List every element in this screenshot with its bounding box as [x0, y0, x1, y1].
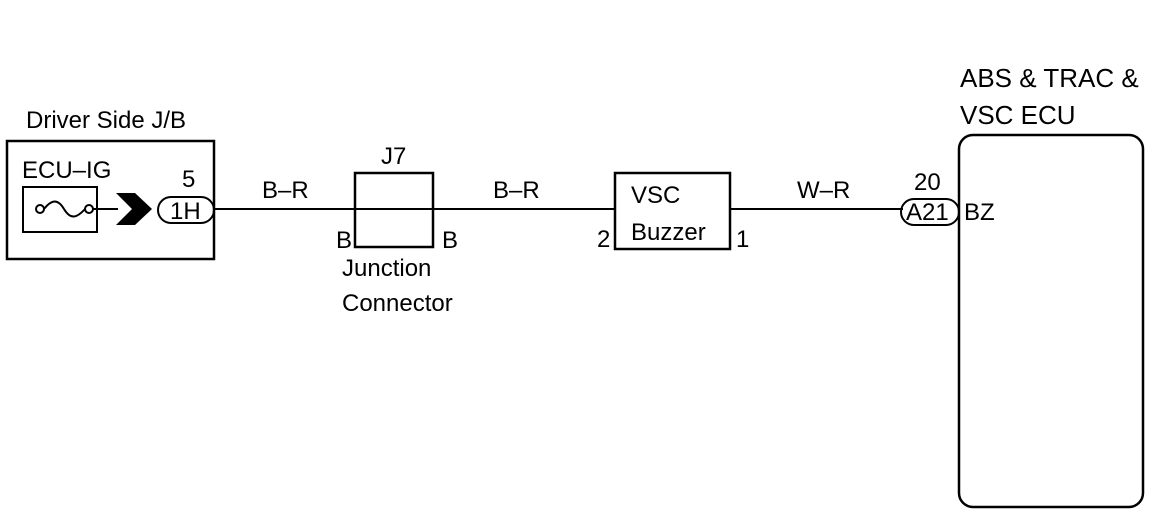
ecu-box: [957, 133, 1145, 509]
wire-label-buzzer-ecu: W–R: [797, 177, 850, 204]
junction-right-pin: B: [442, 227, 458, 254]
ecu-title-1: ABS & TRAC &: [960, 63, 1139, 93]
junction-caption-2: Connector: [342, 290, 453, 317]
jb-box: [5, 139, 216, 261]
fuse-label: ECU–IG: [22, 157, 111, 184]
junction-left-pin: B: [336, 227, 352, 254]
jb-pin-number: 5: [182, 166, 195, 193]
ecu-terminal: BZ: [964, 199, 995, 226]
ecu-pin-number: 20: [914, 169, 941, 196]
ecu-connector-id: A21: [906, 199, 949, 226]
junction-id: J7: [381, 143, 406, 170]
buzzer-line-1: VSC: [631, 182, 680, 209]
buzzer-pin-right: 1: [736, 226, 749, 253]
fuse-icon: [35, 200, 94, 218]
jb-connector-id: 1H: [170, 198, 201, 225]
junction-caption-1: Junction: [342, 255, 431, 282]
wire-label-j7-buzzer: B–R: [493, 177, 540, 204]
jb-title: Driver Side J/B: [26, 107, 186, 134]
buzzer-pin-left: 2: [597, 226, 610, 253]
ecu-title-2: VSC ECU: [960, 100, 1076, 130]
buzzer-box: [613, 171, 732, 251]
wire-label-jb-j7: B–R: [262, 177, 309, 204]
male-connector-icon: [116, 193, 152, 225]
buzzer-line-2: Buzzer: [631, 219, 706, 246]
